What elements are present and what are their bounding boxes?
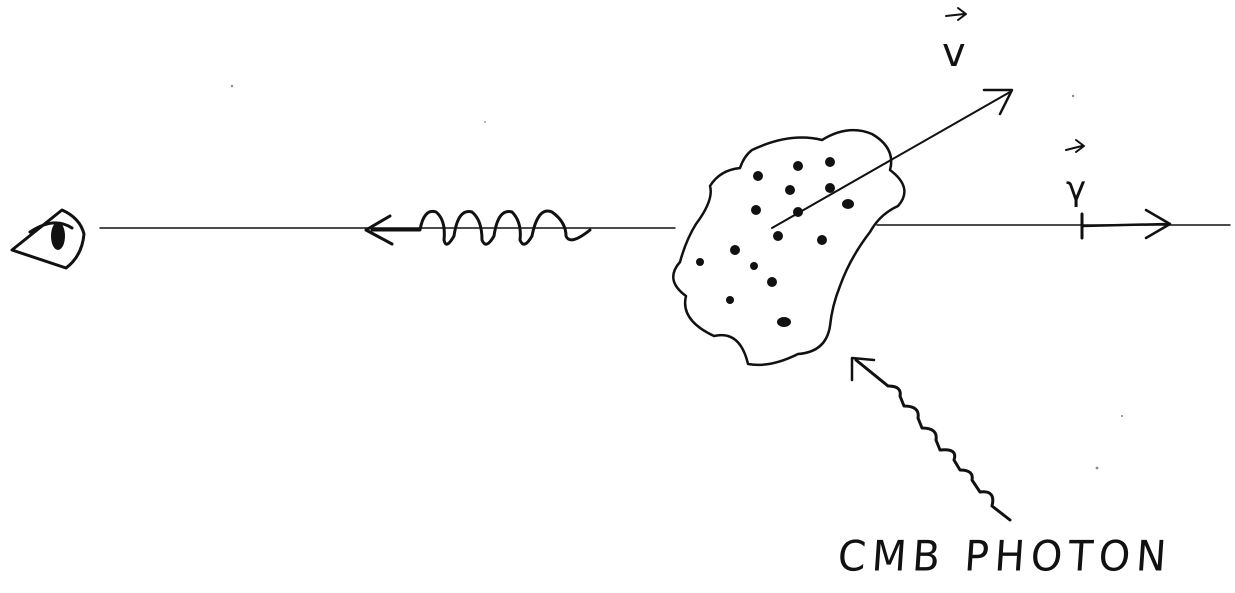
electron <box>793 161 803 171</box>
electron <box>817 235 827 245</box>
velocity-vector <box>771 88 1014 229</box>
electron <box>767 277 777 287</box>
electron <box>751 205 761 215</box>
electron <box>842 199 854 209</box>
electron <box>777 317 791 327</box>
paper-speckles <box>230 84 1123 470</box>
electron <box>773 231 783 241</box>
electron-cloud <box>672 128 906 367</box>
electron <box>825 157 835 167</box>
electron <box>825 183 835 193</box>
electron <box>696 258 704 266</box>
cmb-photon-label: CMB PHOTON <box>836 532 1174 582</box>
velocity-arrowhead <box>982 88 1014 116</box>
gamma-label-arrow <box>1065 139 1085 153</box>
velocity-label-arrow <box>945 7 967 21</box>
scattered-photon-arrowhead <box>364 214 394 246</box>
svg-text:γ: γ <box>1066 169 1086 209</box>
electron <box>730 245 740 255</box>
scattered-photon-wave <box>364 209 592 246</box>
electron <box>753 171 763 181</box>
electron-dots <box>696 157 854 327</box>
electron <box>750 262 758 270</box>
cmb-photon-wave <box>850 356 1012 522</box>
velocity-label: v <box>942 7 967 76</box>
cmb-photon-arrowhead <box>850 356 876 382</box>
gamma-arrowhead <box>1144 208 1172 240</box>
gamma-label: γ <box>1065 139 1086 209</box>
svg-text:v: v <box>942 30 966 76</box>
electron <box>726 296 734 304</box>
electron <box>785 185 795 195</box>
gamma-vector <box>1080 208 1172 240</box>
eye-icon <box>10 208 86 270</box>
